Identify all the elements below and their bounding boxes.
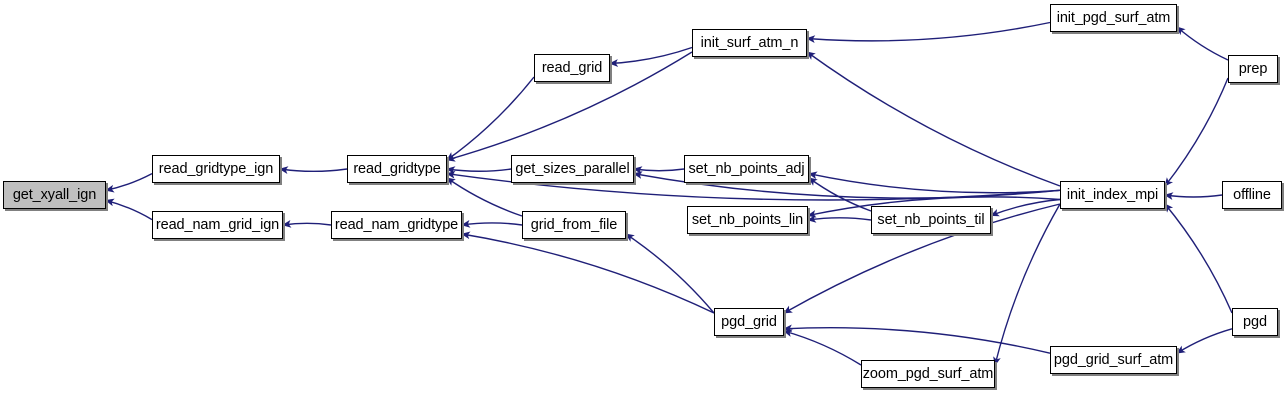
node-pgd_grid_surf_atm[interactable]: pgd_grid_surf_atm (1050, 346, 1177, 374)
edge-zoom_pgd_surf_atm-to-pgd_grid (783, 329, 862, 366)
node-read_nam_gridtype[interactable]: read_nam_gridtype (331, 211, 462, 239)
edge-read_gridtype-to-read_gridtype_ign (279, 166, 348, 174)
edge-read_gridtype_ign-to-get_xyall_ign (105, 173, 153, 193)
node-label: read_nam_gridtype (334, 216, 459, 233)
node-read_gridtype_ign[interactable]: read_gridtype_ign (152, 155, 280, 183)
node-prep[interactable]: prep (1228, 55, 1278, 83)
node-label: get_sizes_parallel (515, 160, 630, 177)
edge-init_index_mpi-to-zoom_pgd_surf_atm (993, 203, 1061, 366)
node-label: read_gridtype_ign (158, 160, 274, 177)
node-init_surf_atm_n[interactable]: init_surf_atm_n (692, 29, 807, 57)
edge-pgd_grid_surf_atm-to-pgd_grid (783, 324, 1051, 354)
edge-init_surf_atm_n-to-read_grid (609, 46, 693, 67)
node-offline[interactable]: offline (1222, 181, 1282, 209)
node-label: offline (1233, 186, 1271, 203)
node-label: set_nb_points_lin (691, 211, 804, 228)
node-read_nam_grid_ign[interactable]: read_nam_grid_ign (152, 211, 283, 239)
node-read_gridtype[interactable]: read_gridtype (347, 155, 447, 183)
node-set_nb_points_lin[interactable]: set_nb_points_lin (687, 206, 808, 234)
node-set_nb_points_adj[interactable]: set_nb_points_adj (684, 155, 809, 183)
node-label: init_surf_atm_n (700, 34, 799, 51)
edge-init_index_mpi-to-set_nb_points_adj (808, 171, 1061, 194)
edge-pgd-to-pgd_grid_surf_atm (1176, 328, 1233, 354)
node-label: pgd_grid_surf_atm (1053, 351, 1174, 368)
node-label: read_grid (541, 59, 603, 76)
edge-set_nb_points_adj-to-get_sizes_parallel (633, 166, 685, 174)
node-init_pgd_surf_atm[interactable]: init_pgd_surf_atm (1050, 4, 1177, 32)
node-zoom_pgd_surf_atm[interactable]: zoom_pgd_surf_atm (861, 360, 995, 388)
node-label: pgd_grid (721, 313, 777, 330)
edge-prep-to-init_pgd_surf_atm (1176, 26, 1229, 61)
node-label: read_nam_grid_ign (155, 216, 280, 233)
edge-pgd_grid-to-read_nam_gridtype (461, 231, 715, 314)
edge-pgd_grid-to-grid_from_file (625, 233, 715, 314)
edge-init_pgd_surf_atm-to-init_surf_atm_n (806, 21, 1051, 43)
node-label: get_xyall_ign (12, 186, 97, 203)
edge-init_index_mpi-to-set_nb_points_til (990, 198, 1061, 217)
edge-init_index_mpi-to-init_surf_atm_n (806, 51, 1061, 187)
edge-read_nam_grid_ign-to-get_xyall_ign (105, 198, 153, 221)
node-init_index_mpi[interactable]: init_index_mpi (1060, 181, 1165, 209)
node-get_sizes_parallel[interactable]: get_sizes_parallel (511, 155, 634, 183)
node-read_grid[interactable]: read_grid (534, 54, 610, 82)
edge-pgd-to-init_index_mpi (1164, 203, 1233, 314)
node-pgd_grid[interactable]: pgd_grid (714, 308, 784, 336)
node-label: grid_from_file (530, 216, 618, 233)
node-label: read_gridtype (353, 160, 441, 177)
node-set_nb_points_til[interactable]: set_nb_points_til (871, 206, 991, 234)
edge-prep-to-init_index_mpi (1164, 77, 1229, 187)
node-label: set_nb_points_til (877, 211, 985, 228)
edge-grid_from_file-to-read_nam_gridtype (461, 220, 523, 228)
node-label: init_pgd_surf_atm (1056, 9, 1171, 26)
node-label: zoom_pgd_surf_atm (862, 365, 994, 382)
node-pgd[interactable]: pgd (1232, 308, 1278, 336)
edge-get_sizes_parallel-to-read_gridtype (446, 166, 512, 174)
edge-read_grid-to-read_gridtype (446, 76, 535, 161)
node-grid_from_file[interactable]: grid_from_file (522, 211, 626, 239)
node-label: set_nb_points_adj (688, 160, 805, 177)
node-label: init_index_mpi (1066, 186, 1159, 203)
edge-set_nb_points_til-to-set_nb_points_adj (808, 177, 872, 212)
node-label: prep (1238, 60, 1268, 77)
node-get_xyall_ign[interactable]: get_xyall_ign (3, 181, 106, 209)
edge-read_nam_gridtype-to-read_nam_grid_ign (282, 220, 332, 228)
node-label: pgd (1243, 313, 1267, 330)
edge-set_nb_points_til-to-set_nb_points_lin (807, 215, 872, 223)
edge-offline-to-init_index_mpi (1164, 192, 1223, 200)
